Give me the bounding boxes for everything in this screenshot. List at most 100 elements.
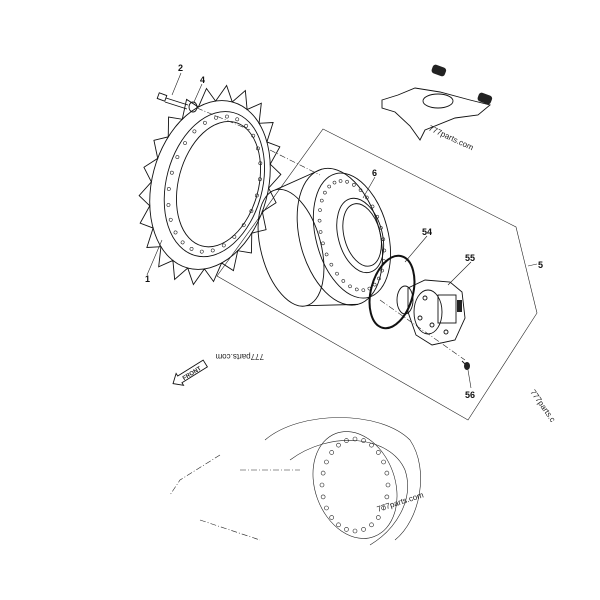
bolt-hole [166, 203, 171, 207]
bolt-hole [318, 230, 323, 234]
callout-2[interactable]: 2 [178, 63, 183, 73]
o-ring-54 [368, 254, 416, 330]
bolt-hole [323, 190, 327, 195]
bolt-hole [348, 284, 352, 289]
bolt-hole [321, 241, 325, 246]
bolt-hole [379, 226, 383, 230]
bolt-hole [385, 482, 391, 488]
sprocket [138, 84, 282, 286]
bolt-hole [335, 271, 339, 276]
assembly-frame-5 [216, 128, 538, 421]
bolt-hole [336, 522, 341, 528]
bolt-hole [241, 223, 246, 228]
bolt-hole [258, 177, 262, 182]
bolt-hole [338, 179, 343, 183]
bolt-hole [166, 187, 171, 191]
bolt-hole [319, 482, 325, 488]
watermark: 777parts.c [528, 388, 557, 424]
watermark: 777parts.com [215, 352, 264, 361]
bolt-hole [382, 248, 387, 253]
bolt-hole [361, 438, 366, 443]
bolt-hole [354, 287, 359, 292]
bolt-hole [254, 193, 259, 198]
bolt-hole [324, 505, 329, 511]
callout-54[interactable]: 54 [422, 227, 432, 237]
bolt-hole [361, 288, 366, 292]
bolt-hole [210, 248, 215, 253]
bolt-hole [324, 459, 329, 465]
bolt-hole [329, 450, 334, 455]
track-guard-bracket [381, 64, 493, 141]
bolt-hole [249, 209, 254, 214]
watermark: 777parts.com [427, 124, 475, 153]
bolt-hole [258, 161, 263, 166]
bolt-hole [380, 268, 384, 273]
bolt-hole [232, 234, 237, 239]
bolt-hole [199, 249, 204, 254]
bolt-hole [352, 436, 358, 442]
bolt-hole [344, 438, 349, 443]
callout-6[interactable]: 6 [372, 168, 377, 178]
bolt-hole [318, 208, 322, 212]
bolt-hole [381, 459, 386, 465]
bolt-hole [192, 129, 197, 134]
bolt-hole [361, 527, 366, 532]
bolt-hole [324, 252, 329, 257]
bolt-hole [329, 262, 334, 267]
bolt-hole [244, 123, 249, 128]
leader-lines [146, 72, 538, 389]
bolt-hole [377, 276, 381, 281]
bolt-hole [376, 450, 381, 455]
front-direction-arrow: FRONT [172, 359, 209, 386]
bolt-hole [168, 217, 173, 222]
travel-reduction-hub-6 [257, 167, 391, 307]
bolt-hole [381, 505, 386, 511]
bolt-hole [256, 146, 260, 151]
bolt-hole [329, 515, 334, 520]
bolt-hole [251, 133, 256, 138]
bolt-hole [235, 117, 240, 122]
bolt-hole [203, 120, 207, 125]
bolt-hole [372, 282, 377, 287]
bolt-hole [381, 237, 386, 242]
travel-motor-55 [396, 279, 466, 346]
bolt-hole [221, 243, 226, 248]
bolt-hole [344, 527, 349, 532]
bolt-hole [369, 442, 374, 448]
bolt-hole [352, 528, 358, 534]
bolt-hole [189, 246, 194, 251]
washer-4 [188, 101, 198, 113]
bolt-hole [225, 114, 229, 119]
bolt-hole [319, 198, 324, 203]
bolt-hole [320, 470, 326, 476]
callout-4[interactable]: 4 [200, 75, 205, 85]
bolt-hole [336, 442, 341, 448]
bolt-hole [332, 180, 337, 185]
bolt-hole [183, 141, 187, 145]
bolt-hole [345, 179, 349, 184]
bolt-hole [173, 230, 178, 235]
bolt-hole [175, 155, 180, 159]
bolt-hole [180, 240, 185, 245]
callout-56[interactable]: 56 [465, 390, 475, 400]
bolt-hole [214, 115, 218, 120]
callout-1[interactable]: 1 [145, 274, 150, 284]
bolt-hole [384, 494, 390, 500]
bolt-hole [317, 218, 322, 223]
bolt-hole [376, 515, 381, 520]
bolt-2 [156, 92, 189, 110]
track-chain-outline [169, 417, 421, 546]
bolt-hole [341, 279, 346, 283]
callout-5[interactable]: 5 [538, 260, 543, 270]
bolt-hole [352, 183, 356, 187]
bolt-hole [365, 195, 369, 200]
callout-55[interactable]: 55 [465, 253, 475, 263]
bolt-hole [358, 188, 363, 192]
bolt-hole [375, 214, 380, 219]
bolt-hole [370, 204, 375, 209]
bolt-hole [327, 184, 332, 189]
bolt-hole [384, 470, 390, 476]
bolt-hole [369, 522, 374, 528]
